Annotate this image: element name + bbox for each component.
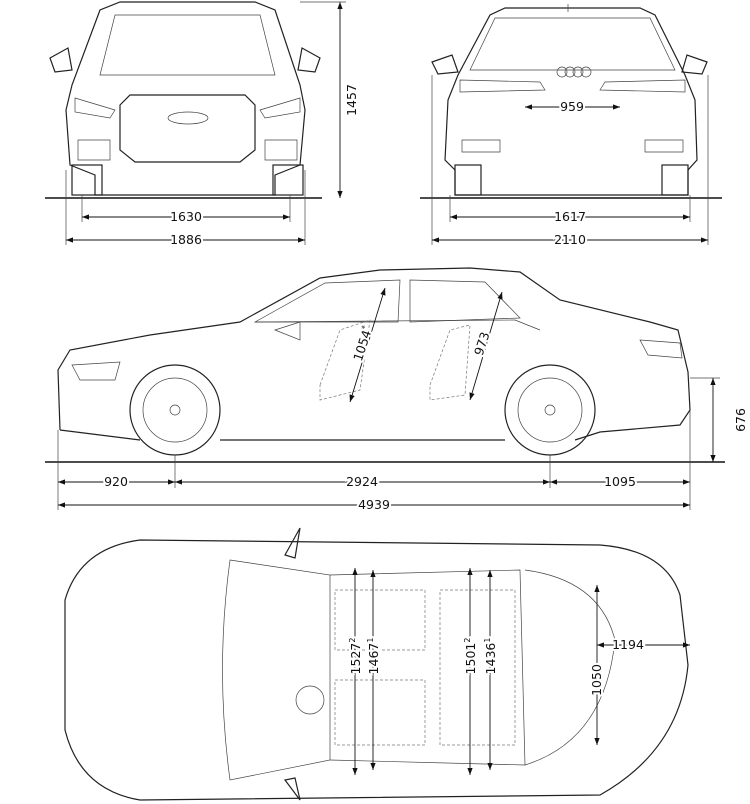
front-view: 1457 1630 1886 bbox=[45, 1, 359, 249]
front-headroom-label: 1054* bbox=[350, 324, 375, 363]
rear-shoulder-width-label: 15012 bbox=[463, 638, 478, 675]
front-shoulder-width-label: 15272 bbox=[348, 638, 363, 675]
rear-elbow-width-label: 14361 bbox=[483, 638, 498, 675]
rear-track-label: 1617 bbox=[554, 209, 586, 224]
rear-headroom-label: 973 bbox=[471, 330, 493, 357]
rear-width-label: 2110 bbox=[554, 232, 586, 247]
front-width-label: 1886 bbox=[170, 232, 202, 247]
top-view: 15272 14671 15012 14361 1050 1194 bbox=[64, 527, 690, 801]
loading-height-label: 676 bbox=[733, 408, 748, 432]
trunk-length-label: 1194 bbox=[612, 637, 644, 652]
front-height-label: 1457 bbox=[344, 84, 359, 116]
trunk-width-label: 1050 bbox=[589, 664, 604, 696]
rear-view: 959 1617 2110 bbox=[420, 4, 722, 249]
front-track-label: 1630 bbox=[170, 209, 202, 224]
front-elbow-width-label: 14671 bbox=[366, 638, 381, 675]
overall-length-label: 4939 bbox=[358, 497, 390, 512]
grille bbox=[119, 94, 256, 163]
rear-overhang-label: 1095 bbox=[604, 474, 636, 489]
trunk-opening-label: 959 bbox=[560, 99, 584, 114]
wheelbase-label: 2924 bbox=[346, 474, 378, 489]
front-overhang-label: 920 bbox=[104, 474, 128, 489]
side-view: 1054* 973 676 920 2924 1095 4939 bbox=[45, 267, 748, 514]
